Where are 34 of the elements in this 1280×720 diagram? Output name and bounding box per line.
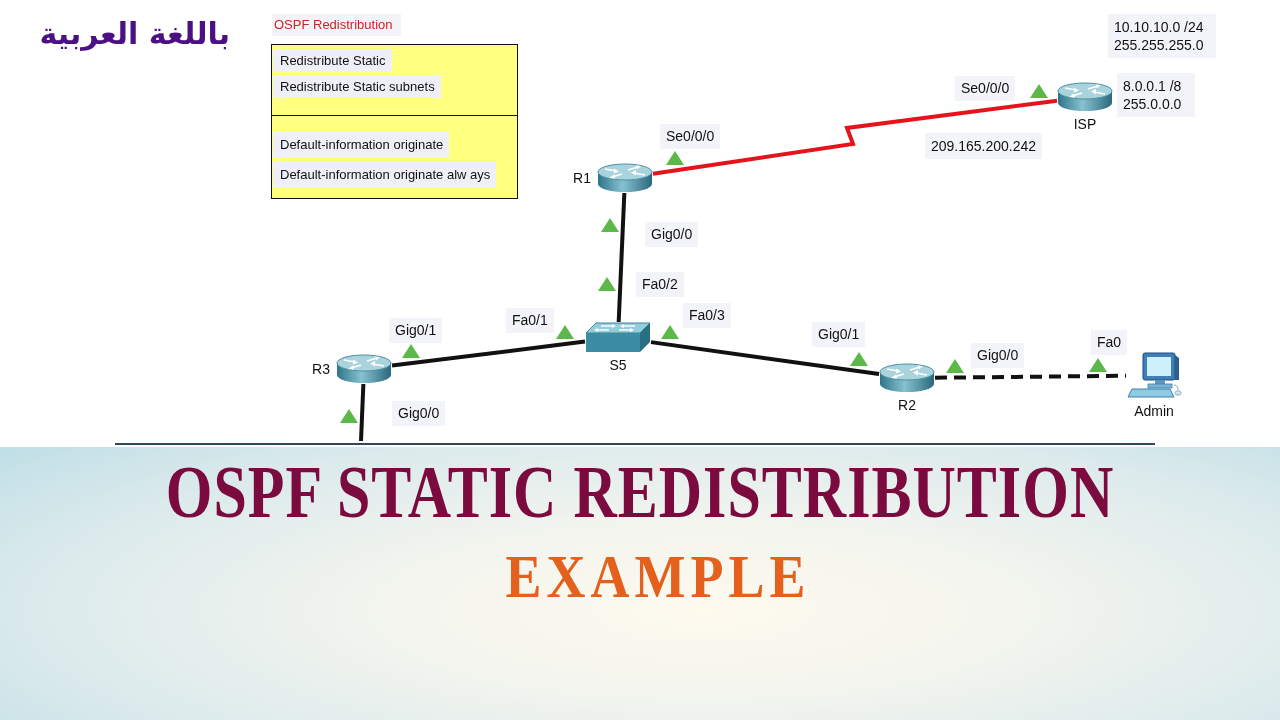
device-name: R2	[898, 397, 916, 413]
link-line	[616, 192, 627, 323]
command-text: Redistribute Static subnets	[273, 75, 441, 98]
link-line	[391, 339, 586, 368]
interface-label: Gig0/1	[812, 322, 866, 347]
device-name: S5	[609, 357, 627, 373]
subtitle: EXAMPLE	[505, 544, 811, 608]
ip-address-label: 209.165.200.242	[925, 133, 1043, 159]
ip-address-label: 8.0.0.1 /8 255.0.0.0	[1117, 73, 1195, 117]
interface-label: Fa0	[1091, 330, 1128, 355]
interface-label: Fa0/1	[506, 308, 554, 333]
ip-address-label: 10.10.10.0 /24 255.255.255.0	[1108, 14, 1216, 58]
link-line	[934, 373, 1127, 380]
link-line	[359, 383, 366, 442]
interface-label: Gig0/0	[645, 222, 699, 247]
interface-label: Se0/0/0	[660, 124, 721, 149]
command-text: Redistribute Static	[273, 49, 392, 72]
interface-label: Gig0/1	[389, 318, 443, 343]
interface-label: Fa0/2	[636, 272, 684, 297]
link-line	[650, 340, 880, 377]
banner-title: OSPF STATIC REDISTRIBUTION	[165, 454, 1115, 530]
command-text: Default-information originate	[273, 131, 450, 158]
language-label: باللغة العربية	[39, 15, 230, 53]
command-text: Default-information originate alw ays	[273, 161, 497, 188]
device-name: R1	[573, 170, 591, 186]
interface-label: Fa0/3	[683, 303, 731, 328]
interface-label: Gig0/0	[971, 343, 1025, 368]
interface-label: Gig0/0	[392, 401, 446, 426]
link-line	[652, 98, 1058, 176]
device-name: Admin	[1134, 403, 1174, 419]
device-name: R3	[312, 361, 330, 377]
panel-title: OSPF Redistribution	[272, 14, 401, 36]
interface-label: Se0/0/0	[955, 76, 1016, 101]
device-name: ISP	[1073, 116, 1097, 132]
